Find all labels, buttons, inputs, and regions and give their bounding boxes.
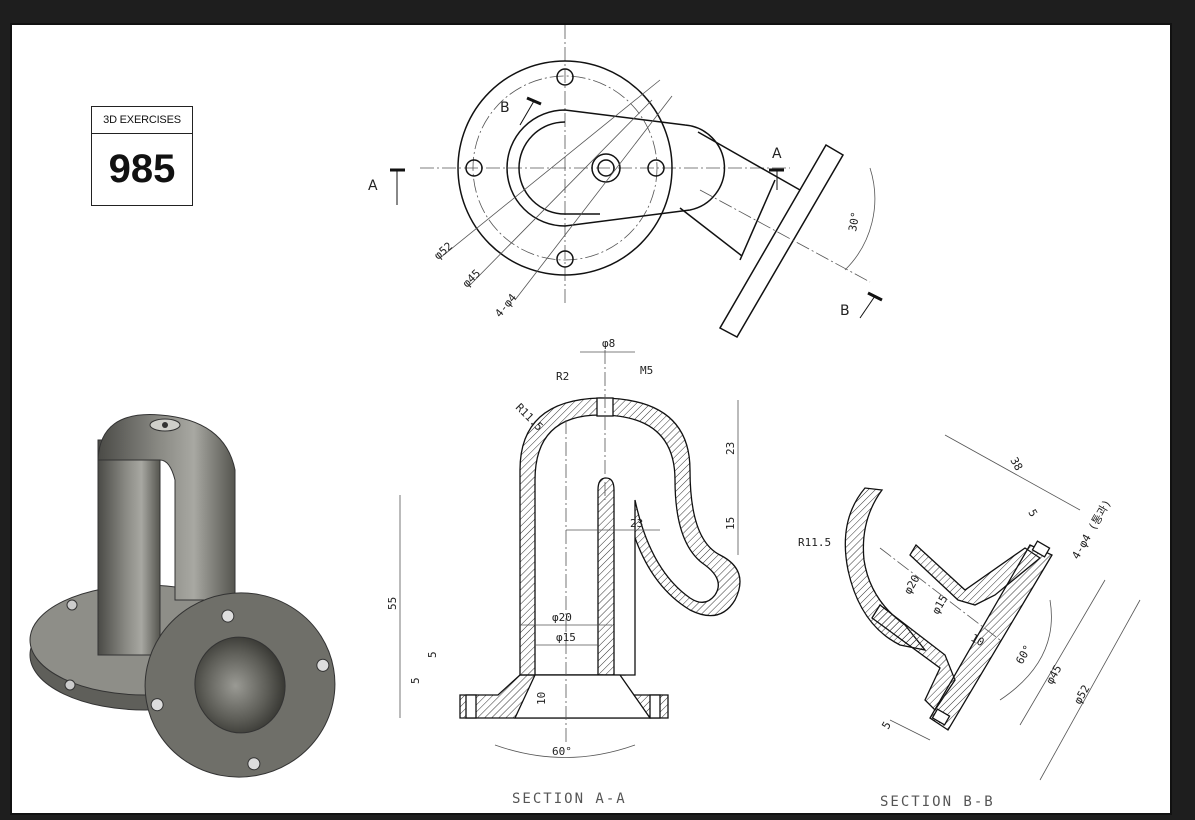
- base-flange-circle: [457, 60, 673, 276]
- bb-cone-angle-arc: [999, 599, 1052, 701]
- bolt-circle-leader: [469, 99, 653, 286]
- bb-dim-bolt-circle: φ45: [1043, 663, 1064, 687]
- bb-flange-hole-top: [1031, 540, 1051, 558]
- model-flange-bolt-4: [150, 698, 164, 712]
- bb-lower-wall-hatch: [871, 604, 956, 712]
- flange-hole-right: [649, 694, 661, 719]
- model-bend: [97, 414, 236, 601]
- aa-dim-flange-thk: 5: [409, 677, 422, 684]
- section-aa: [399, 350, 741, 758]
- model-vertical-pipe: [97, 439, 161, 656]
- side-flange: [718, 143, 845, 338]
- badge-number: 985: [108, 146, 176, 191]
- flange-hole-left: [465, 694, 477, 719]
- bb-dim-pipe-od: φ20: [901, 573, 922, 597]
- bb-bolt-dim: [1019, 579, 1106, 726]
- bb-dim-flange-od: φ52: [1071, 683, 1092, 707]
- bb-dim-holes: 4-φ4 (통과): [1069, 497, 1114, 561]
- pipe-bore: [534, 414, 719, 676]
- bb-bottom-dim: [889, 719, 931, 741]
- bolt-hole-left: [465, 159, 483, 177]
- aa-dim-flange-step: 5: [426, 651, 439, 658]
- branch-edge-upper: [697, 131, 801, 191]
- dim-angle: 30°: [846, 211, 862, 233]
- bb-dim-flange-thk: 5: [1025, 507, 1040, 519]
- aa-dim-pipe-od: φ20: [552, 611, 572, 624]
- bb-dim-cone-angle: 60°: [1013, 643, 1034, 667]
- flange-dim-leader: [439, 79, 661, 259]
- model-flange-bolt-3: [247, 757, 261, 771]
- aa-cone-angle-arc: [494, 744, 636, 758]
- bb-flange-od-dim: [1039, 599, 1141, 781]
- branch-edge-lower: [679, 207, 743, 257]
- bb-dim-length: 38: [1007, 455, 1025, 473]
- aa-dim-fillet: R2: [556, 370, 569, 383]
- flange-neck: [739, 179, 776, 261]
- model-flange-bolt-2: [316, 658, 330, 672]
- section-aa-caption: SECTION A-A: [512, 791, 627, 807]
- model-side-bore: [194, 636, 286, 734]
- aa-dim-thread: M5: [640, 364, 653, 377]
- section-bb-caption: SECTION B-B: [880, 794, 995, 810]
- pipe-inner-outline: [518, 121, 600, 215]
- top-port-inner: [597, 159, 615, 177]
- pipe-outline: [506, 109, 726, 227]
- model-base-bolt-2: [64, 679, 76, 691]
- badge-title: 3D EXERCISES: [92, 107, 192, 134]
- bb-dim-bend-radius: R11.5: [798, 536, 831, 549]
- model-flange-bolt-1: [221, 609, 235, 623]
- section-a-label-right: A: [772, 146, 782, 162]
- exercise-badge: 3D EXERCISES 985: [91, 106, 193, 206]
- aa-dim-cone-angle: 60°: [552, 745, 572, 758]
- section-b-arrow-top: [519, 100, 535, 126]
- aa-dim-height-mid: 15: [724, 517, 737, 530]
- dim-flange-od: φ52: [432, 240, 456, 263]
- dim-bolt-circle: φ45: [460, 267, 483, 290]
- aa-dim-cone-height: 10: [535, 692, 548, 705]
- bb-flange-hole-bottom: [931, 708, 951, 726]
- bb-dim-pipe-id: φ15: [929, 593, 950, 617]
- model-base-bolt-1: [66, 599, 78, 611]
- angle-arc: [844, 167, 876, 271]
- section-a-label-left: A: [368, 178, 378, 194]
- section-b-label-bottom: B: [840, 303, 850, 319]
- aa-dim-pipe-id: φ15: [556, 631, 576, 644]
- section-b-arrow-bottom: [859, 295, 876, 319]
- branch-centerline: [699, 189, 871, 283]
- bolt-hole-right: [647, 159, 665, 177]
- model-port-hole: [162, 422, 168, 428]
- section-bb: [844, 434, 1141, 781]
- top-view: [390, 25, 883, 338]
- aa-dim-offset: 23: [630, 517, 643, 530]
- inner-leg-hatch: [597, 477, 615, 676]
- dim-holes: 4-φ4: [492, 291, 519, 320]
- bolt-hole-bottom: [556, 250, 574, 268]
- bolt-dim-leader: [514, 95, 673, 301]
- aa-dim-top-hole: φ8: [602, 337, 615, 350]
- bolt-hole-top: [556, 68, 574, 86]
- bb-dim-cone-depth: 10: [969, 631, 987, 649]
- section-b-label-top: B: [500, 100, 510, 116]
- bb-axis-centerline: [879, 547, 1001, 641]
- iso-model: [29, 414, 336, 778]
- aa-dim-height-upper: 23: [724, 442, 737, 455]
- bb-length-dim: [944, 434, 1081, 511]
- aa-dim-overall-height: 55: [386, 597, 399, 610]
- bolt-circle: [472, 75, 658, 261]
